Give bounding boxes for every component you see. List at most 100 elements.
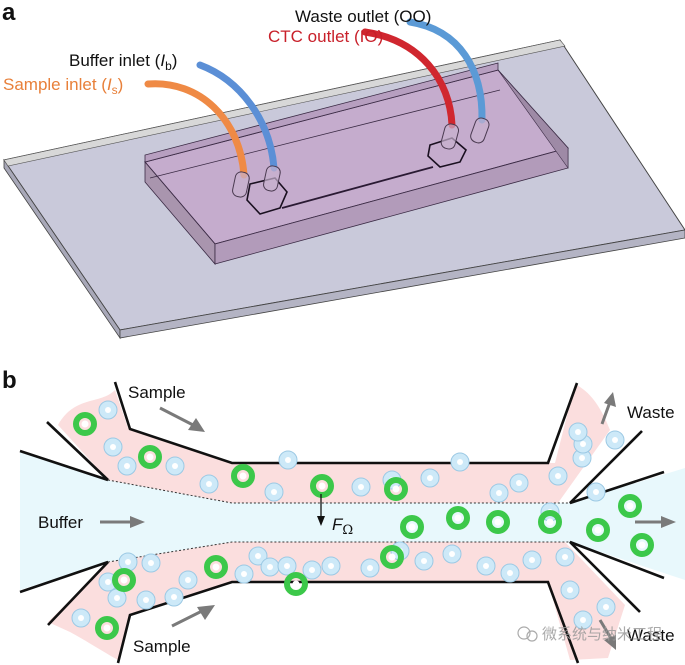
ctc-cell-center <box>638 541 646 549</box>
blood-cell-center <box>185 577 191 583</box>
ctc-cell-center <box>546 518 554 526</box>
blood-cell-center <box>206 481 212 487</box>
ctc-cell-center <box>81 420 89 428</box>
ctc-cell <box>400 515 424 539</box>
blood-cell-center <box>612 437 618 443</box>
blood-cell-center <box>449 551 455 557</box>
ctc-cell <box>310 474 334 498</box>
channel-walls <box>19 381 665 664</box>
blood-cell-center <box>367 565 373 571</box>
blood-cell-center <box>284 563 290 569</box>
ctc-cell <box>446 506 470 530</box>
ctc-cell-center <box>408 523 416 531</box>
blood-cell-center <box>125 559 131 565</box>
ctc-outlet-tube <box>361 28 456 129</box>
ctc-cell-center <box>494 518 502 526</box>
lift-force-label: FΩ <box>332 515 353 538</box>
blood-cell-center <box>593 489 599 495</box>
buffer-arrow <box>100 516 145 528</box>
blood-cell-center <box>114 595 120 601</box>
waste-top-arrow <box>600 392 616 425</box>
lift-force-arrow <box>317 494 325 526</box>
blood-cell-center <box>105 407 111 413</box>
sample-bottom-label: Sample <box>133 637 191 656</box>
ctc-cell-center <box>392 485 400 493</box>
ctc-cell-center <box>626 502 634 510</box>
waste-outlet-label: Waste outlet (OO) <box>295 7 431 26</box>
buffer-stream <box>20 452 685 590</box>
blood-cell-center <box>579 455 585 461</box>
blood-cell-center <box>148 560 154 566</box>
ctc-cell-center <box>318 482 326 490</box>
blood-cell-center <box>580 617 586 623</box>
flow-arrows <box>100 392 676 650</box>
panel-b-letter: b <box>2 367 17 394</box>
blood-cell-center <box>241 571 247 577</box>
ctc-outlet-label: CTC outlet (IO) <box>268 27 383 46</box>
ctc-cell <box>384 477 408 501</box>
ctc-output-arrow <box>635 516 676 528</box>
ctc-cell <box>380 545 404 569</box>
blood-cell-center <box>457 459 463 465</box>
ctc-cell-center <box>212 563 220 571</box>
ctc-cell <box>538 510 562 534</box>
blood-cell-center <box>105 579 111 585</box>
buffer-label: Buffer <box>38 513 83 532</box>
watermark: 微系统与纳米工程 <box>542 625 662 643</box>
ctc-cell <box>138 445 162 469</box>
blood-cell-center <box>580 441 586 447</box>
blood-cell-center <box>285 457 291 463</box>
ctc-cell-center <box>454 514 462 522</box>
blood-cell-center <box>255 553 261 559</box>
microchannel <box>281 166 434 209</box>
blood-cell-center <box>575 429 581 435</box>
port-cylinders <box>232 117 490 198</box>
ctc-cell-center <box>388 553 396 561</box>
blood-cell-center <box>328 563 334 569</box>
sample-inlet-tube <box>144 80 248 179</box>
blood-cell-center <box>78 615 84 621</box>
ctc-cell <box>73 412 97 436</box>
ctc-cell-center <box>594 526 602 534</box>
blood-cell-center <box>427 475 433 481</box>
panel-a-letter: a <box>2 0 16 26</box>
blood-cell-center <box>172 463 178 469</box>
ctc-cell-center <box>146 453 154 461</box>
waste-bottom-label: Waste <box>627 626 675 645</box>
blood-cell-center <box>555 473 561 479</box>
sample-inlet-label: Sample inlet (Is) <box>3 75 123 97</box>
blood-cell-center <box>110 444 116 450</box>
ctc-cell-center <box>103 624 111 632</box>
ctc-cell <box>618 494 642 518</box>
ctc-cell <box>204 555 228 579</box>
waste-bottom-arrow <box>598 619 616 650</box>
sample-top-label: Sample <box>128 383 186 402</box>
blood-cell-center <box>309 567 315 573</box>
ctc-cell-center <box>239 472 247 480</box>
pdms-chip <box>144 62 569 266</box>
blood-cell-center <box>124 463 130 469</box>
blood-cell-center <box>567 587 573 593</box>
blood-cell-center <box>267 564 273 570</box>
ctc-cell <box>486 510 510 534</box>
blood-cell-center <box>143 597 149 603</box>
blood-cell-center <box>421 558 427 564</box>
waste-top-label: Waste <box>627 403 675 422</box>
ctc-cell <box>95 616 119 640</box>
cells <box>71 400 654 640</box>
ctc-cell-center <box>292 580 300 588</box>
waste-outlet-tube <box>406 18 486 124</box>
blood-cell-center <box>603 604 609 610</box>
ctc-cell <box>284 572 308 596</box>
sample-stream-top <box>58 384 610 503</box>
ctc-cell-center <box>120 576 128 584</box>
ctc-cell <box>586 518 610 542</box>
ctc-cell <box>112 568 136 592</box>
blood-cell-center <box>483 563 489 569</box>
ctc-cell <box>630 533 654 557</box>
wechat-icon <box>517 626 538 642</box>
blood-cell-center <box>271 489 277 495</box>
blood-cell-center <box>562 554 568 560</box>
sample-bottom-arrow <box>171 605 215 628</box>
